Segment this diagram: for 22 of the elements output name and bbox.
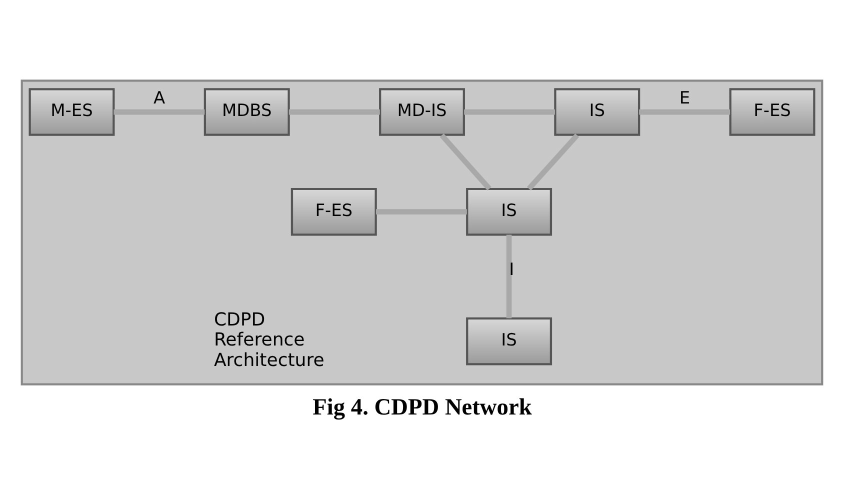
edge-label: A <box>153 88 165 108</box>
connector <box>464 109 555 115</box>
edge-label: E <box>678 88 690 108</box>
connector <box>638 109 730 115</box>
edge-label: I <box>508 260 514 280</box>
connector <box>506 234 512 318</box>
connector <box>113 109 204 115</box>
node-box: M-ES <box>28 88 114 136</box>
node-box: MD-IS <box>378 88 464 136</box>
caption: Fig 4. CDPD Network <box>312 394 532 421</box>
node-box: MDBS <box>203 88 290 136</box>
cluster <box>20 80 823 386</box>
node-box: IS <box>466 188 552 236</box>
node-box: F-ES <box>728 88 815 136</box>
node-box: IS <box>554 88 640 136</box>
node-box: IS <box>466 317 552 366</box>
node-box: F-ES <box>290 188 376 236</box>
connector <box>288 109 380 115</box>
connector <box>526 134 579 190</box>
connector <box>439 134 491 190</box>
label: CDPD Reference Architecture <box>213 309 324 371</box>
connector <box>375 209 466 214</box>
